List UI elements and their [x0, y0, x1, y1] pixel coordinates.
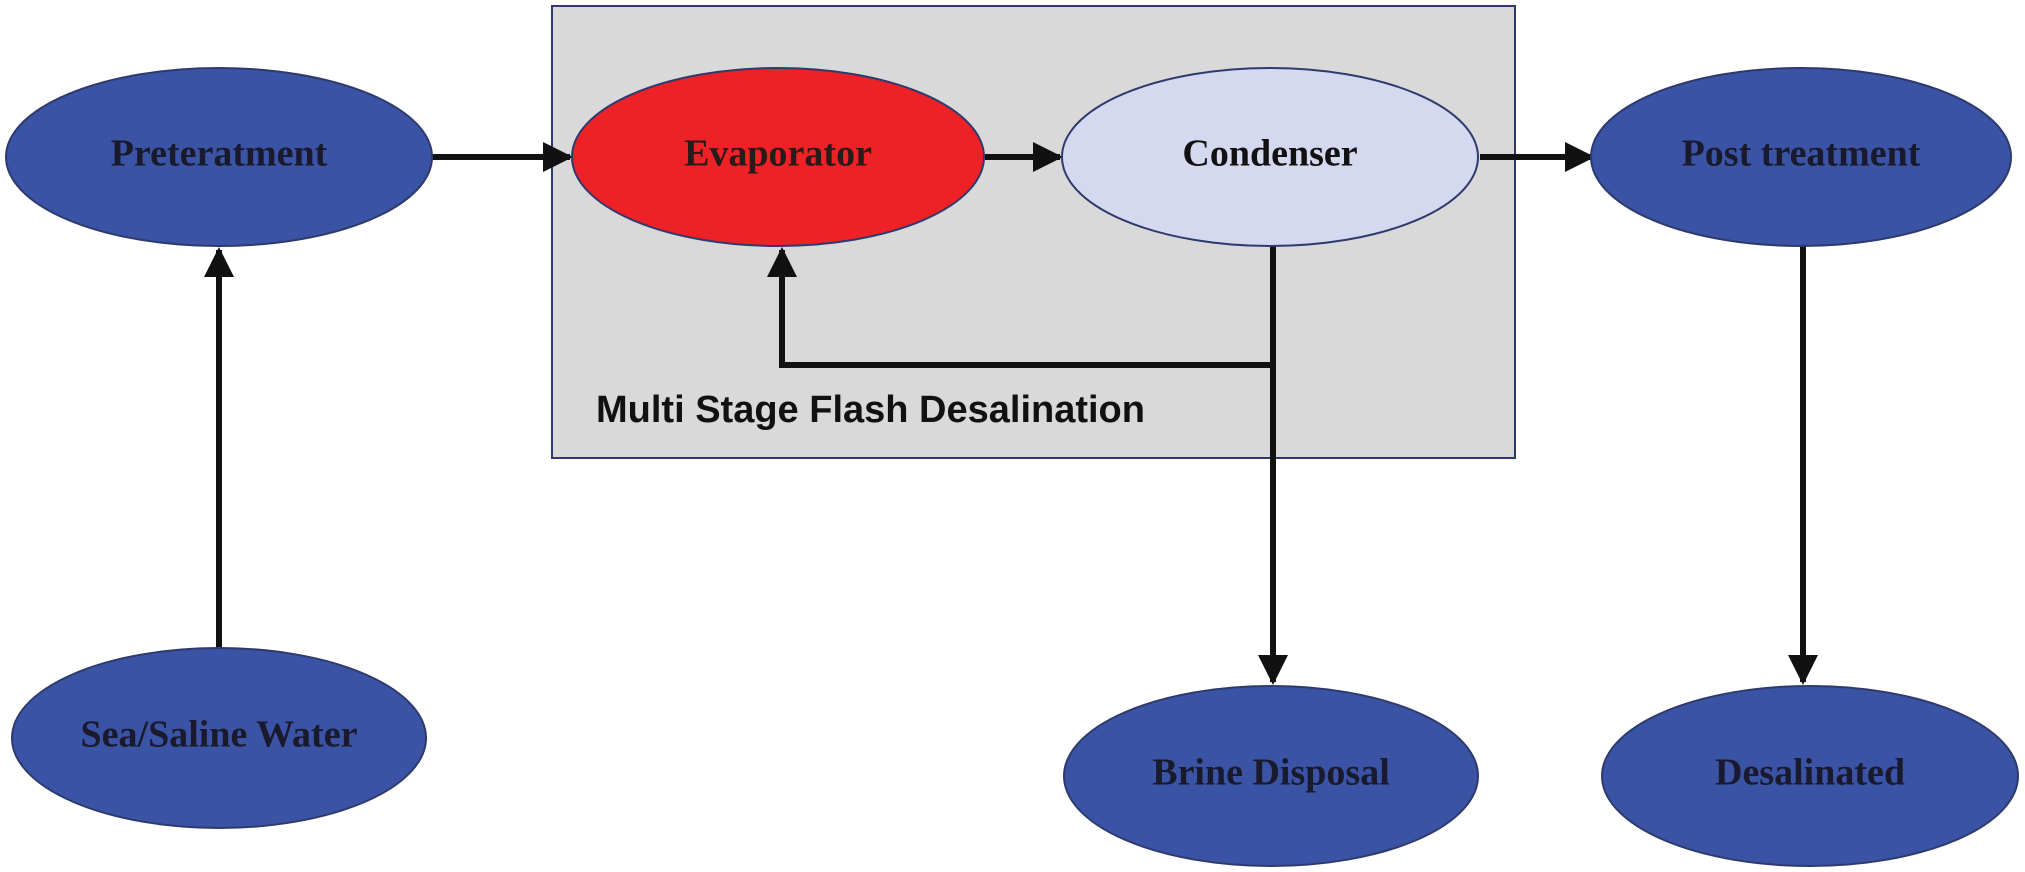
- node-desalinated: Desalinated: [1601, 685, 2019, 867]
- node-sea-water: Sea/Saline Water: [11, 647, 427, 829]
- edge-condenser-recycle-to-evaporator: [767, 247, 1273, 368]
- node-pretreatment-shape: [5, 67, 433, 247]
- node-condenser-shape: [1061, 67, 1479, 247]
- node-pretreatment-label: Preteratment: [111, 133, 328, 175]
- node-pretreatment: Preteratment: [5, 67, 433, 247]
- node-post-treatment-shape: [1590, 67, 2012, 247]
- msf-group-label: Multi Stage Flash Desalination: [596, 389, 1145, 431]
- node-condenser-label: Condenser: [1182, 133, 1357, 175]
- node-evaporator-shape: [571, 67, 985, 247]
- node-brine-disposal: Brine Disposal: [1063, 685, 1479, 867]
- node-brine-disposal-label: Brine Disposal: [1152, 752, 1390, 794]
- node-evaporator: Evaporator: [571, 67, 985, 247]
- node-post-treatment-label: Post treatment: [1682, 133, 1921, 175]
- node-sea-water-shape: [11, 647, 427, 829]
- node-desalinated-shape: [1601, 685, 2019, 867]
- node-post-treatment: Post treatment: [1590, 67, 2012, 247]
- node-desalinated-label: Desalinated: [1715, 752, 1905, 794]
- node-condenser: Condenser: [1061, 67, 1479, 247]
- node-brine-disposal-shape: [1063, 685, 1479, 867]
- node-sea-water-label: Sea/Saline Water: [81, 714, 358, 756]
- node-evaporator-label: Evaporator: [684, 133, 872, 175]
